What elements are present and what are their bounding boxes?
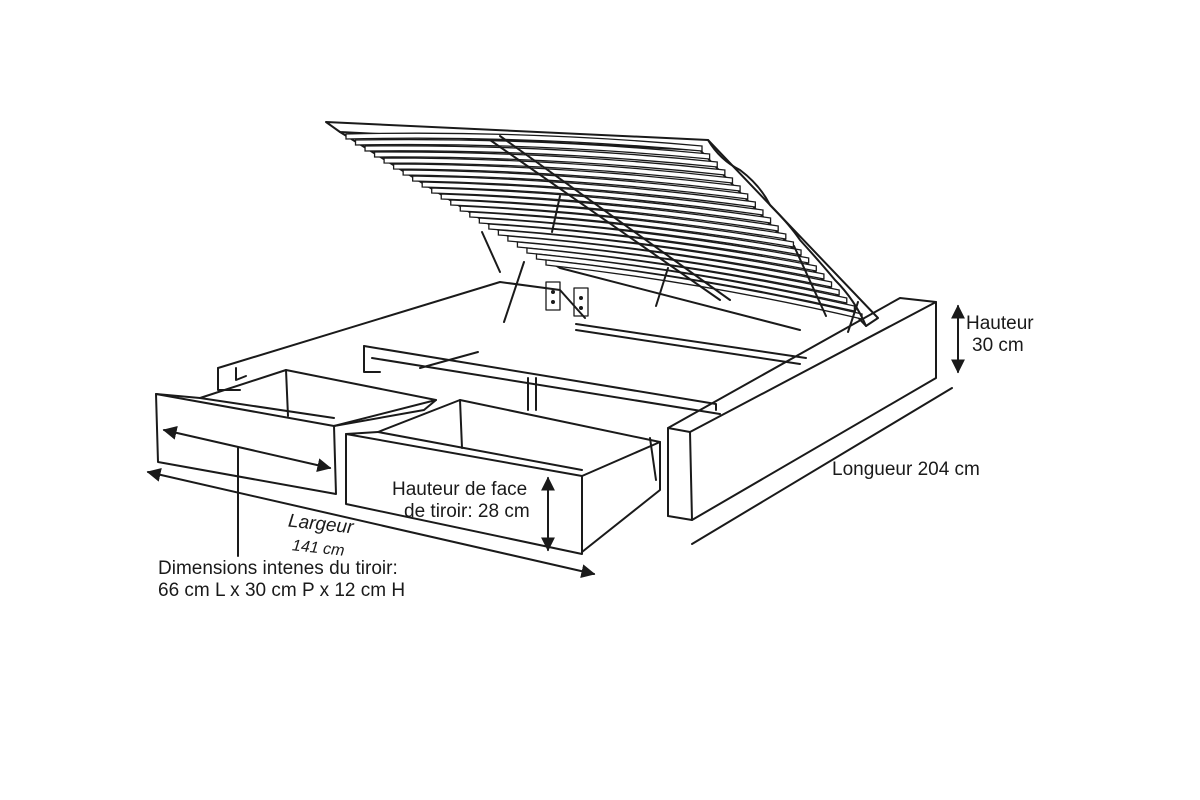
slat: [469, 211, 802, 256]
drawer-face-label-line1: Hauteur de face: [392, 479, 528, 500]
height-label-word: Hauteur: [966, 313, 1034, 334]
slat: [440, 193, 779, 232]
length-line: [691, 387, 953, 545]
lid-wavy-edge: [707, 139, 867, 327]
drawer-dims-line1: Dimensions intenes du tiroir:: [158, 558, 398, 579]
slat: [431, 187, 772, 224]
slat: [383, 157, 734, 184]
slat: [450, 199, 787, 240]
slat: [421, 181, 764, 216]
slats: [345, 132, 863, 320]
slat: [412, 175, 756, 208]
drawer-dims-line2: 66 cm L x 30 cm P x 12 cm H: [158, 580, 406, 601]
slat: [373, 151, 726, 176]
slat: [392, 163, 741, 192]
dimension-arrows: [146, 304, 965, 579]
slat: [402, 169, 749, 200]
drawer-left: [155, 369, 437, 495]
slat: [345, 132, 703, 152]
bed-base: [217, 281, 937, 521]
gas-struts: [481, 195, 859, 333]
length-label: Longueur 204 cm: [832, 459, 980, 480]
drawer-right: [345, 399, 661, 555]
drawer-face-label-line2: de tiroir: 28 cm: [404, 501, 530, 522]
width-arrow: [146, 467, 596, 579]
height-label-value: 30 cm: [972, 335, 1024, 356]
lifted-slat-frame: [325, 121, 879, 331]
lid-crossbar-right: [499, 135, 731, 301]
slat: [354, 138, 711, 160]
lid-crossbar-left: [489, 139, 721, 301]
slat: [364, 145, 718, 168]
drawer-width-arrow: [162, 425, 332, 473]
